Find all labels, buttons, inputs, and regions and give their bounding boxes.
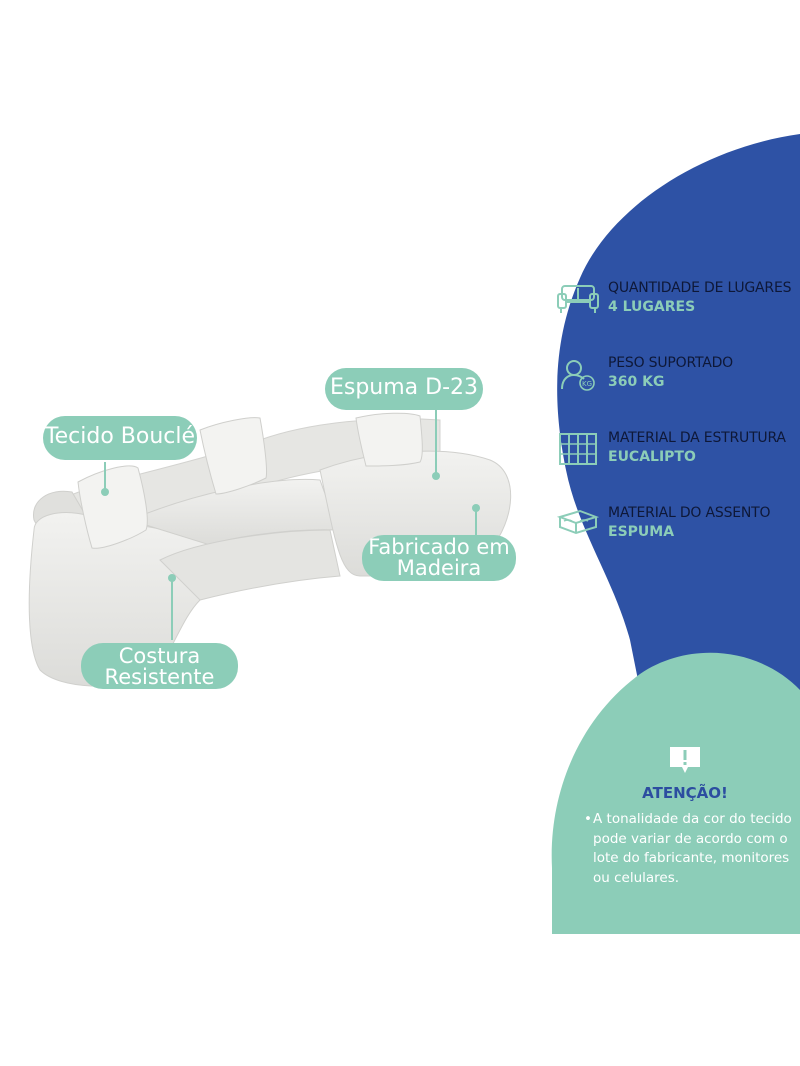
spec-label: MATERIAL DO ASSENTO — [608, 505, 771, 521]
spec-material-estrutura: MATERIAL DA ESTRUTURA EUCALIPTO — [556, 430, 800, 474]
spec-material-assento: MATERIAL DO ASSENTO ESPUMA — [556, 505, 800, 549]
spec-value: 360 KG — [608, 374, 665, 390]
spec-value: ESPUMA — [608, 524, 675, 540]
blue-blob — [557, 134, 800, 690]
callout-fabricado: Fabricado em Madeira — [362, 535, 516, 581]
wood-structure-icon — [559, 433, 597, 465]
callout-espuma-label: Espuma D-23 — [329, 375, 479, 400]
weight-icon: KG — [561, 360, 595, 391]
callout-tecido: Tecido Bouclé — [43, 416, 197, 460]
callout-tecido-label: Tecido Bouclé — [44, 424, 196, 449]
callout-costura-line2: Resistente — [104, 665, 215, 689]
spec-label: PESO SUPORTADO — [608, 355, 733, 371]
warning-text: • A tonalidade da cor do tecido pode var… — [584, 810, 800, 888]
spec-label: MATERIAL DA ESTRUTURA — [608, 430, 786, 446]
callout-costura: Costura Resistente — [81, 643, 238, 689]
warning-title: ATENÇÃO! — [642, 784, 728, 802]
mint-blob — [551, 652, 800, 934]
sofa-icon — [557, 285, 599, 313]
spec-value: 4 LUGARES — [608, 299, 696, 315]
foam-icon — [556, 509, 600, 535]
svg-text:KG: KG — [582, 380, 592, 388]
warning-body: A tonalidade da cor do tecido pode varia… — [593, 811, 792, 886]
warning-bullet: • — [584, 811, 592, 827]
callout-espuma: Espuma D-23 — [325, 368, 483, 410]
callout-fabricado-line1: Fabricado em — [368, 535, 510, 559]
spec-label: QUANTIDADE DE LUGARES — [608, 280, 792, 296]
spec-quantidade-lugares: QUANTIDADE DE LUGARES 4 LUGARES — [556, 280, 800, 324]
callout-fabricado-line2: Madeira — [396, 556, 482, 580]
alert-icon — [670, 747, 700, 773]
callout-costura-line1: Costura — [118, 644, 201, 668]
spec-peso-suportado: KG PESO SUPORTADO 360 KG — [556, 355, 800, 399]
spec-value: EUCALIPTO — [608, 449, 696, 465]
